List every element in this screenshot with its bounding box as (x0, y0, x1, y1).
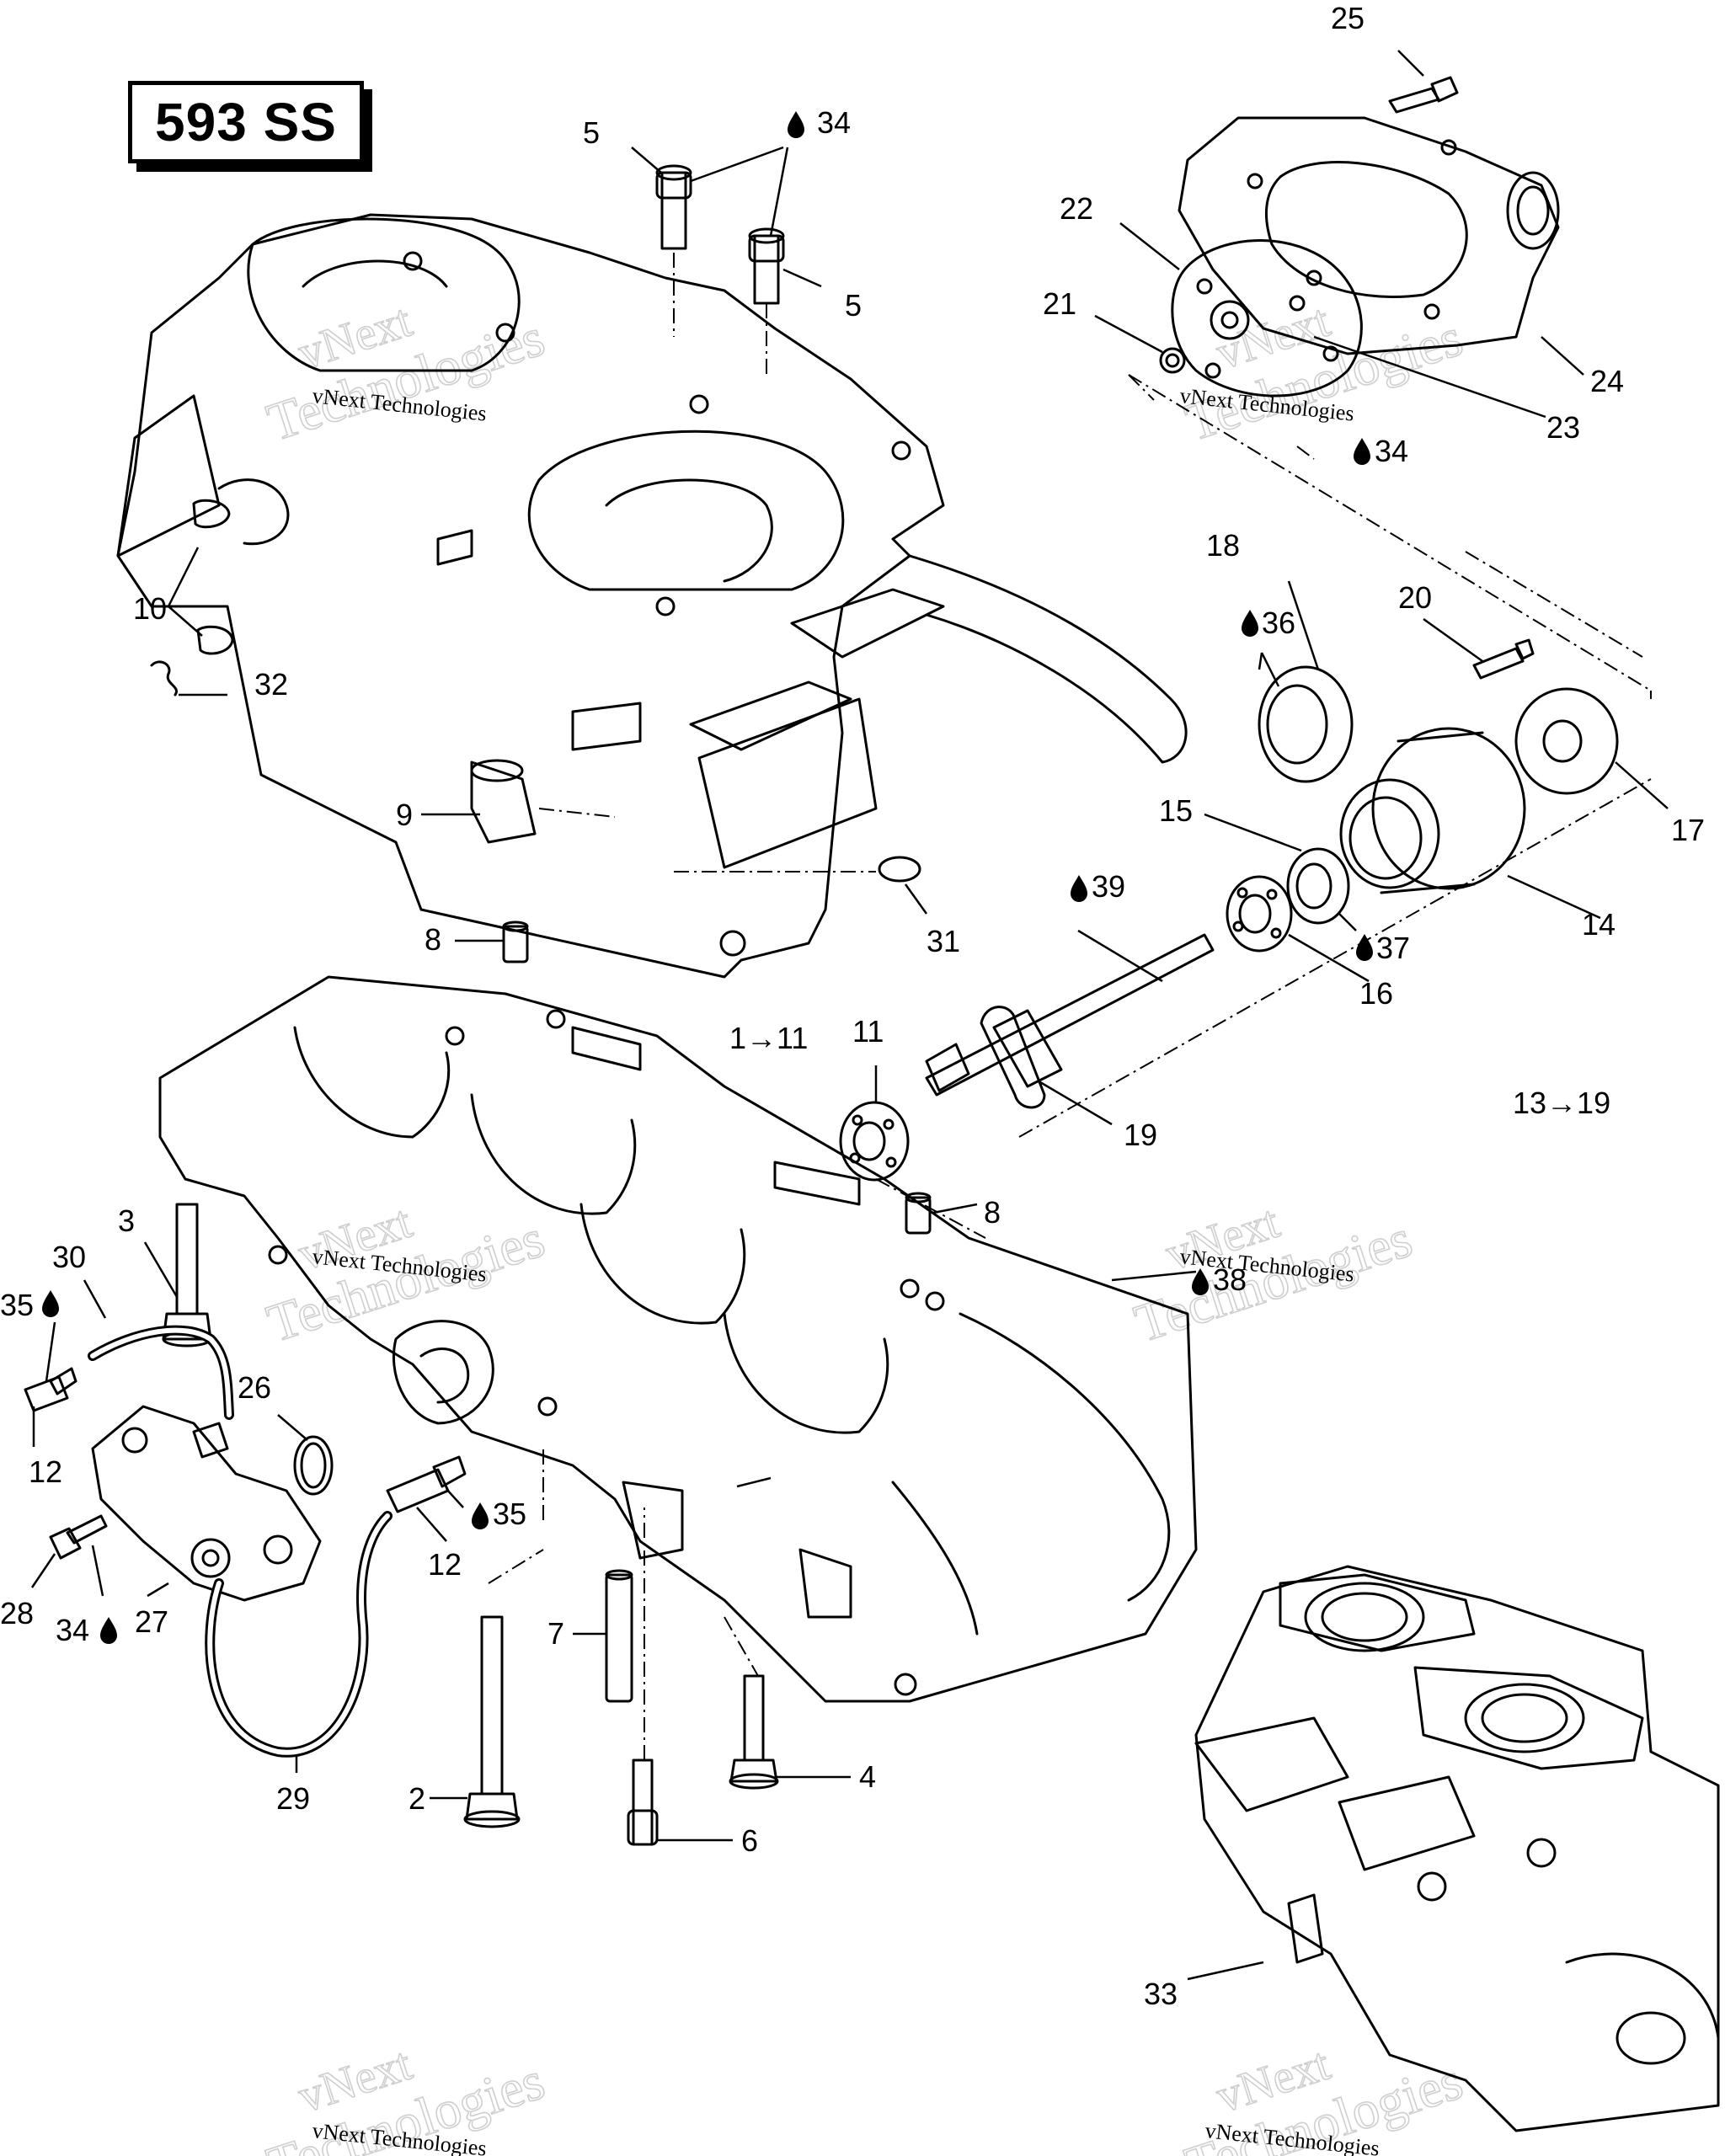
callout-18: 18 (1206, 528, 1240, 563)
callout-25: 25 (1331, 1, 1365, 35)
clip-32 (150, 660, 178, 696)
callout-24: 24 (1590, 364, 1624, 398)
water-pump-cover (1171, 239, 1363, 398)
o-ring-21-inner (1165, 353, 1180, 368)
plug-31 (878, 856, 921, 883)
hose-29-inner (207, 1513, 390, 1755)
oil-drop-icon (1071, 875, 1087, 902)
o-ring-21 (1159, 347, 1186, 374)
callout-9: 9 (396, 798, 413, 832)
model-title-box: 593 SS (128, 81, 364, 163)
bolt-4 (729, 1674, 779, 1790)
upper-crankcase (116, 213, 1188, 979)
o-ring-26 (293, 1435, 334, 1496)
callout-15: 15 (1159, 793, 1193, 828)
cap-9 (470, 759, 537, 844)
callout-36: 36 (1262, 606, 1295, 640)
callout-5: 5 (583, 115, 600, 150)
fitting-12-left (24, 1367, 77, 1412)
seal-15 (1286, 847, 1350, 925)
oil-drop-icons (42, 111, 1373, 1644)
callout-21: 21 (1043, 286, 1076, 321)
plug-10b (196, 625, 234, 655)
model-title: 593 SS (155, 92, 337, 152)
hose-29 (205, 1511, 393, 1758)
oil-drop-icon (1354, 438, 1370, 465)
callout-35: 35 (493, 1497, 526, 1531)
callout-4: 4 (859, 1759, 876, 1794)
callout-35: 35 (0, 1288, 34, 1322)
oil-drop-icon (788, 111, 804, 138)
callout-11: 11 (852, 1014, 884, 1049)
hose-30-inner (90, 1327, 232, 1417)
screw-20 (1472, 638, 1535, 680)
oil-drop-icon (472, 1502, 489, 1529)
callout-22: 22 (1060, 191, 1093, 226)
screw-5-left (655, 164, 692, 250)
water-pump-housing (1178, 116, 1560, 355)
oil-drop-icon (100, 1617, 117, 1644)
bearing-housing-17 (1514, 687, 1619, 795)
shaft-19 (925, 933, 1215, 1109)
watermark-layer: vNext Technologies vNext Technologies vN… (259, 294, 1470, 2156)
callout-37: 37 (1376, 931, 1410, 965)
fitting-12-center (386, 1455, 467, 1513)
callout-34: 34 (56, 1613, 89, 1647)
housing-14 (1339, 727, 1526, 894)
bolt-2 (463, 1615, 521, 1828)
callout-39: 39 (1092, 869, 1125, 904)
oil-pump-27 (91, 1405, 322, 1602)
callout-6: 6 (741, 1823, 758, 1858)
screw-25 (1388, 76, 1459, 114)
callout-20: 20 (1398, 580, 1432, 615)
callout-28: 28 (0, 1596, 34, 1630)
callout-34: 34 (1375, 434, 1408, 468)
callout-33: 33 (1144, 1977, 1178, 2011)
callout-8: 8 (984, 1195, 1001, 1230)
dowel-8-top (502, 921, 529, 963)
bolt-3 (162, 1203, 212, 1348)
oil-drop-icon (1242, 610, 1258, 637)
callout-5: 5 (845, 288, 862, 323)
callout-labels: 25 5 34 5 22 21 24 23 34 18 20 36 10 32 … (0, 1, 1705, 2011)
callout-26: 26 (238, 1370, 271, 1405)
plug-10a (192, 499, 231, 529)
callout-2: 2 (409, 1781, 425, 1816)
callout-29: 29 (276, 1781, 310, 1816)
alignment-lines (488, 253, 1652, 1760)
callout-19: 19 (1124, 1118, 1157, 1152)
callout-8: 8 (425, 922, 441, 957)
lower-crankcase (158, 975, 1198, 1703)
callout-31: 31 (927, 924, 960, 958)
callout-16: 16 (1359, 976, 1393, 1011)
callout-30: 30 (52, 1240, 86, 1274)
callout-34: 34 (817, 105, 851, 140)
callout-10: 10 (133, 591, 167, 626)
screw-6 (627, 1758, 659, 1846)
oil-drop-icon (42, 1290, 59, 1317)
callout-32: 32 (254, 667, 288, 702)
o-ring-26-inner (300, 1442, 327, 1489)
bearing-11 (839, 1101, 910, 1182)
assembled-engine-33 (1194, 1565, 1720, 2132)
callout-13-to-19: 13→19 (1513, 1086, 1610, 1120)
callout-12: 12 (428, 1547, 462, 1582)
callout-14: 14 (1582, 907, 1616, 942)
callout-27: 27 (135, 1604, 168, 1639)
oil-seal-18 (1258, 665, 1354, 783)
bearing-16 (1226, 875, 1293, 953)
screw-5-right (748, 227, 785, 305)
callout-12: 12 (29, 1454, 62, 1489)
stud-7 (605, 1569, 633, 1703)
leader-lines (30, 50, 1669, 1981)
callout-23: 23 (1546, 410, 1580, 445)
callout-3: 3 (118, 1203, 135, 1238)
callout-38: 38 (1213, 1262, 1247, 1297)
callout-1-to-11: 1→11 (729, 1021, 808, 1055)
screw-28 (49, 1514, 108, 1560)
dowel-8-right (905, 1192, 932, 1235)
callout-7: 7 (547, 1616, 564, 1651)
callout-17: 17 (1671, 813, 1705, 847)
